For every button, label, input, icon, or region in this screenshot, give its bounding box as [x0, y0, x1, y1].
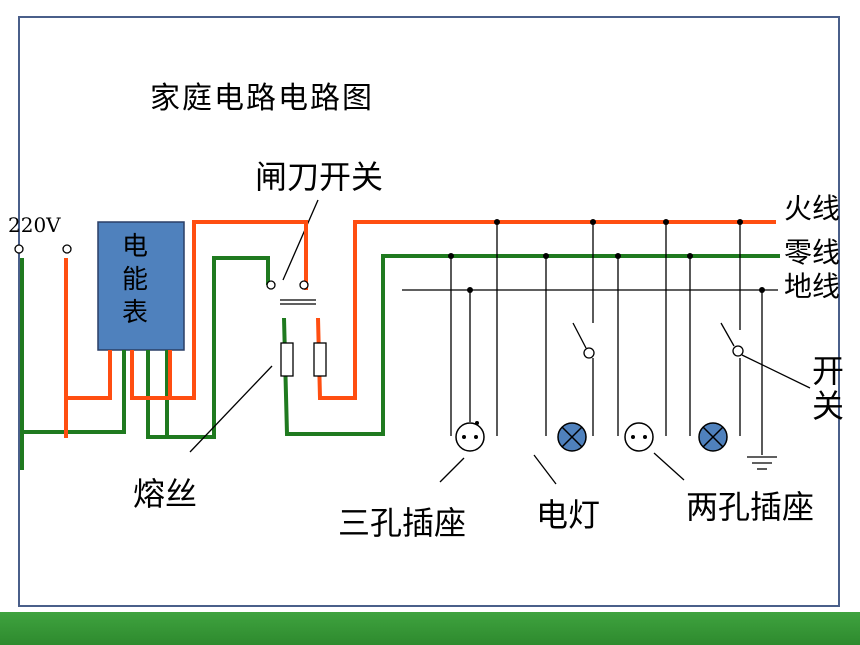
- energy-meter-box: [97, 221, 185, 351]
- knife-switch: [266, 280, 316, 305]
- diagram-title: 家庭电路电路图: [150, 81, 374, 116]
- lamp1-switch: [583, 347, 595, 359]
- fuse-leader: [189, 365, 273, 453]
- live-wire-label: 火线: [784, 192, 840, 225]
- switch-leader: [741, 354, 811, 389]
- terminal-right: [62, 244, 72, 254]
- two-hole-socket-leader: [653, 452, 685, 481]
- fuse-label: 熔丝: [133, 475, 197, 513]
- voltage-label: 220V: [8, 213, 61, 237]
- three-hole-socket-leader: [439, 457, 465, 483]
- two-hole-socket-label: 两孔插座: [686, 488, 814, 526]
- circuit-diagram: 家庭电路电路图 闸刀开关 220V 电 能 表 熔丝: [8, 81, 844, 542]
- switch-label-1: 开: [812, 352, 844, 390]
- neutral-wires: [20, 254, 780, 470]
- fuse-left: [280, 342, 294, 377]
- knife-switch-leader: [282, 199, 319, 281]
- meter-label-2: 能: [122, 265, 148, 295]
- lamp2-switch: [732, 345, 744, 357]
- meter-label-1: 电: [122, 232, 148, 262]
- knife-switch-label: 闸刀开关: [255, 158, 383, 196]
- ground-wire-label: 地线: [784, 270, 840, 303]
- three-hole-socket-label: 三孔插座: [338, 504, 466, 542]
- switch-label-2: 关: [812, 387, 844, 425]
- lamp-label: 电灯: [536, 496, 600, 534]
- two-hole-socket: [624, 422, 654, 452]
- branch-circuits: [448, 219, 777, 470]
- lamp-1: [557, 422, 587, 452]
- lamp-2: [698, 422, 728, 452]
- three-hole-socket: [455, 421, 485, 452]
- fuse-right: [313, 342, 327, 377]
- bottom-bar: [0, 612, 860, 645]
- meter-label-3: 表: [122, 298, 148, 328]
- neutral-wire-label: 零线: [784, 236, 840, 269]
- energy-meter: 电 能 表: [97, 221, 185, 351]
- terminal-left: [14, 244, 24, 254]
- lamp-leader: [533, 454, 557, 485]
